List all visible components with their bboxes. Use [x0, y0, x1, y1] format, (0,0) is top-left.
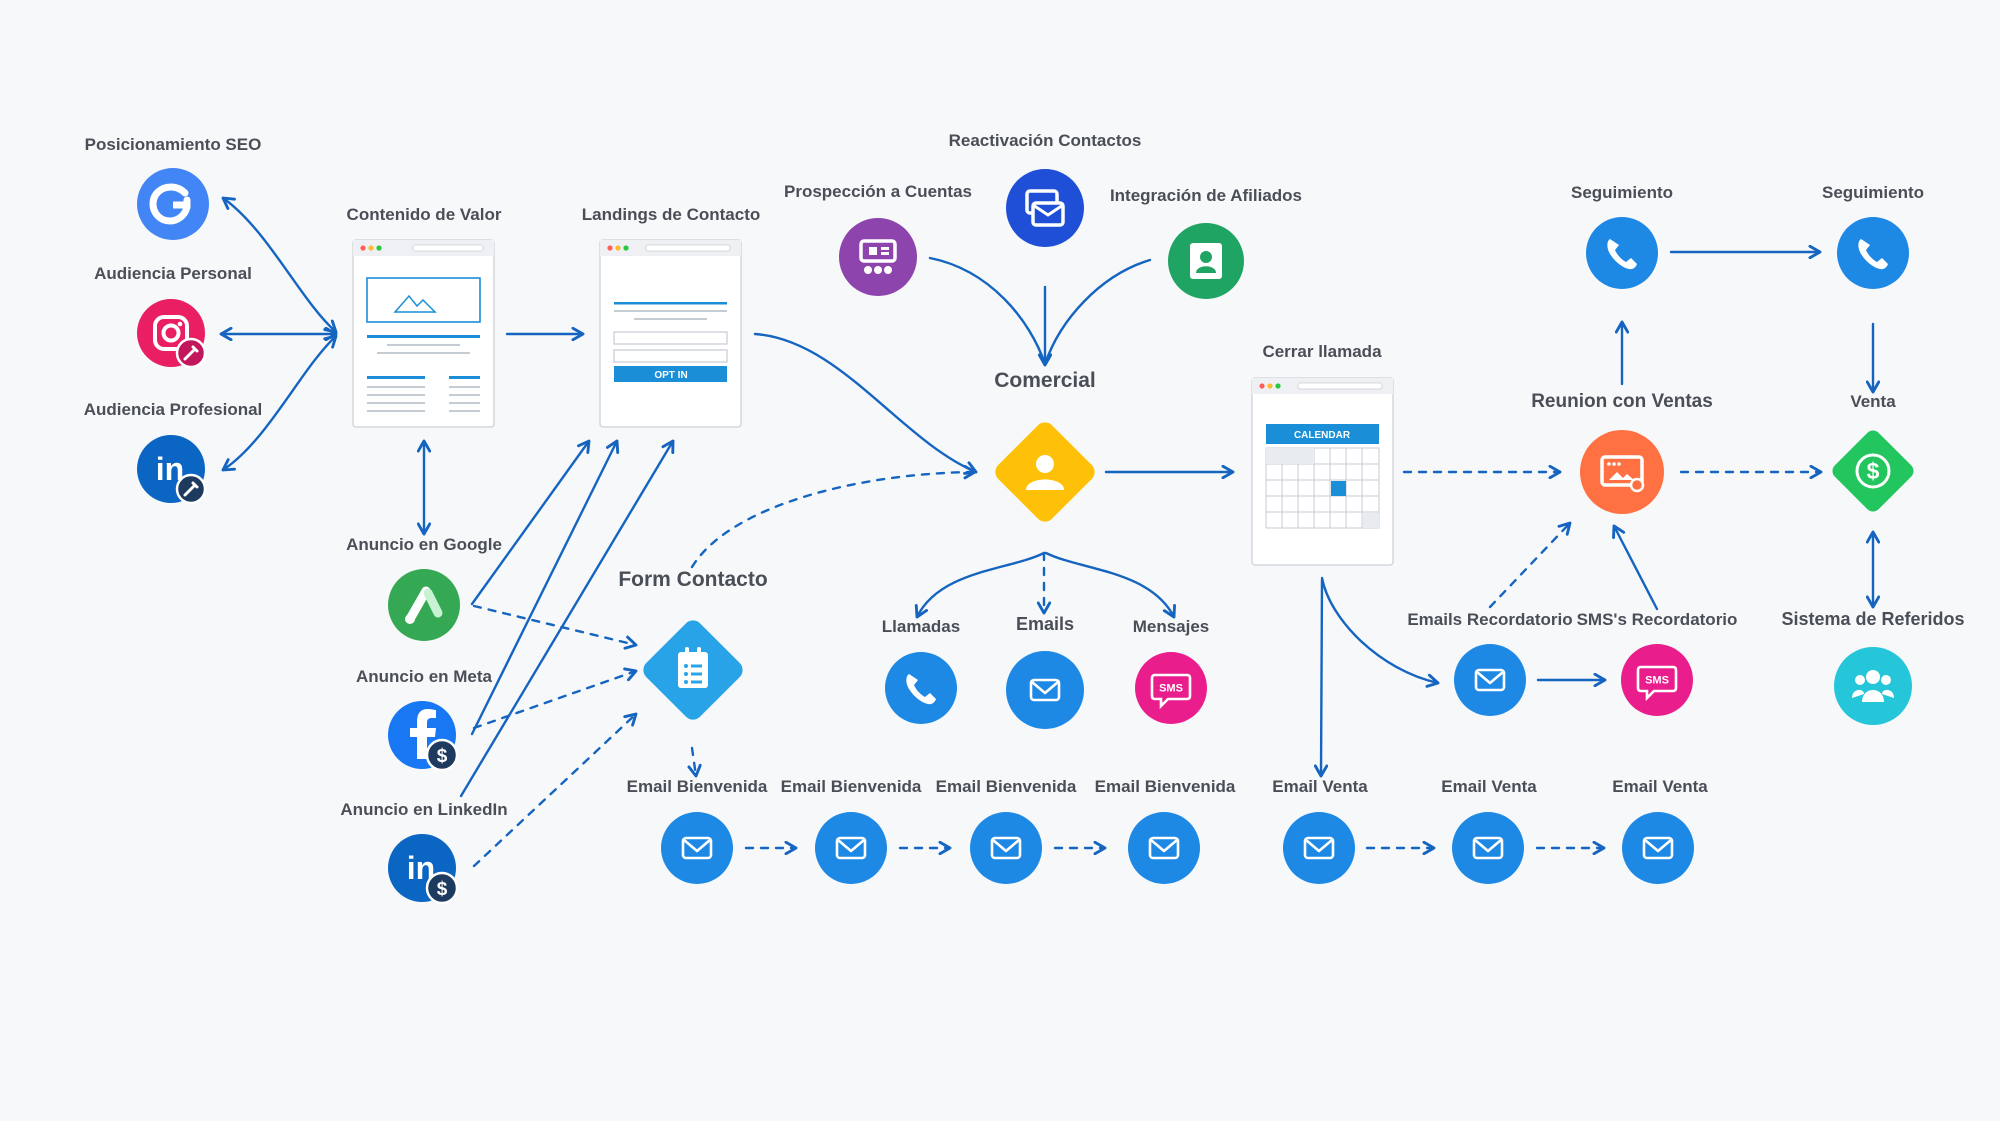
- welcome-email-label: Email Bienvenida: [1095, 777, 1236, 796]
- phone-icon[interactable]: [1837, 217, 1909, 289]
- sale-email-label: Email Venta: [1612, 777, 1708, 796]
- personal-label: Audiencia Personal: [94, 264, 252, 283]
- seo-label: Posicionamiento SEO: [85, 135, 262, 154]
- meta-ad-label: Anuncio en Meta: [356, 667, 493, 686]
- affiliates-label: Integración de Afiliados: [1110, 186, 1302, 205]
- linkedin-icon[interactable]: in: [137, 435, 207, 505]
- email-reminder-label: Emails Recordatorio: [1407, 610, 1572, 629]
- svg-text:$: $: [1867, 458, 1880, 484]
- commercial-node[interactable]: [991, 418, 1098, 525]
- messages-label: Mensajes: [1133, 617, 1210, 636]
- people-icon[interactable]: [1834, 647, 1912, 725]
- contact-cards-icon[interactable]: [1006, 169, 1084, 247]
- pencil-badge-icon: [175, 473, 207, 505]
- presentation-icon[interactable]: [1580, 430, 1664, 514]
- sale-label: Venta: [1850, 392, 1896, 411]
- google-g-icon[interactable]: [137, 168, 209, 240]
- welcome-email-label: Email Bienvenida: [627, 777, 768, 796]
- sale-email-label: Email Venta: [1441, 777, 1537, 796]
- email-icon[interactable]: [1128, 812, 1200, 884]
- welcome-email-label: Email Bienvenida: [936, 777, 1077, 796]
- welcome-email-row: Email Bienvenida Email Bienvenida Email …: [627, 777, 1236, 884]
- sms-badge-text: SMS: [1159, 683, 1183, 695]
- email-icon[interactable]: [661, 812, 733, 884]
- dollar-badge-icon: $: [425, 871, 459, 905]
- close-call-label: Cerrar llamada: [1262, 342, 1382, 361]
- sale-node[interactable]: $: [1829, 427, 1917, 515]
- commercial-label: Comercial: [994, 369, 1096, 392]
- email-icon[interactable]: [1283, 812, 1355, 884]
- dollar-icon: $: [1855, 453, 1891, 489]
- user-icon: [1026, 455, 1064, 490]
- meeting-label: Reunion con Ventas: [1531, 391, 1713, 412]
- form-icon[interactable]: [639, 616, 746, 723]
- phone-icon[interactable]: [1586, 217, 1658, 289]
- facebook-ad-icon[interactable]: $: [388, 701, 459, 772]
- landing-page-icon[interactable]: [599, 239, 742, 428]
- sms-icon[interactable]: SMS: [1135, 652, 1207, 724]
- reactivate-label: Reactivación Contactos: [949, 131, 1142, 150]
- referrals-label: Sistema de Referidos: [1781, 609, 1964, 629]
- instagram-icon[interactable]: [137, 299, 207, 369]
- email-icon[interactable]: [1006, 651, 1084, 729]
- google-ad-label: Anuncio en Google: [346, 535, 502, 554]
- dollar-badge-icon: $: [425, 738, 459, 772]
- email-icon[interactable]: [970, 812, 1042, 884]
- linkedin-ad-label: Anuncio en LinkedIn: [340, 800, 507, 819]
- accounts-icon[interactable]: [839, 218, 917, 296]
- welcome-email-label: Email Bienvenida: [781, 777, 922, 796]
- calendar-header-text: CALENDAR: [1294, 430, 1351, 441]
- article-page-icon[interactable]: [352, 239, 495, 428]
- followup-2-label: Seguimiento: [1822, 183, 1924, 202]
- google-ads-icon[interactable]: [388, 569, 460, 641]
- emails-label: Emails: [1016, 614, 1074, 634]
- sale-email-row: Email Venta Email Venta Email Venta: [1272, 777, 1708, 884]
- sale-email-label: Email Venta: [1272, 777, 1368, 796]
- professional-label: Audiencia Profesional: [84, 400, 263, 419]
- email-icon[interactable]: [1622, 812, 1694, 884]
- landing-label: Landings de Contacto: [582, 205, 761, 224]
- followup-1-label: Seguimiento: [1571, 183, 1673, 202]
- badge-icon[interactable]: [1168, 223, 1244, 299]
- sms-icon[interactable]: SMS: [1621, 644, 1693, 716]
- calls-label: Llamadas: [882, 617, 960, 636]
- pencil-badge-icon: [175, 337, 207, 369]
- sms-reminder-label: SMS's Recordatorio: [1577, 610, 1738, 629]
- form-label: Form Contacto: [618, 568, 767, 591]
- content-label: Contenido de Valor: [347, 205, 502, 224]
- email-icon[interactable]: [1452, 812, 1524, 884]
- svg-text:$: $: [437, 879, 448, 900]
- connectors: [219, 196, 1881, 868]
- sms-badge-text: SMS: [1645, 675, 1669, 687]
- email-icon[interactable]: [1454, 644, 1526, 716]
- svg-text:$: $: [437, 746, 448, 767]
- prospect-label: Prospección a Cuentas: [784, 182, 972, 201]
- opt-in-button[interactable]: OPT IN: [654, 370, 687, 381]
- phone-icon[interactable]: [885, 652, 957, 724]
- email-icon[interactable]: [815, 812, 887, 884]
- calendar-icon[interactable]: [1251, 377, 1394, 566]
- linkedin-ad-icon[interactable]: in $: [388, 834, 459, 905]
